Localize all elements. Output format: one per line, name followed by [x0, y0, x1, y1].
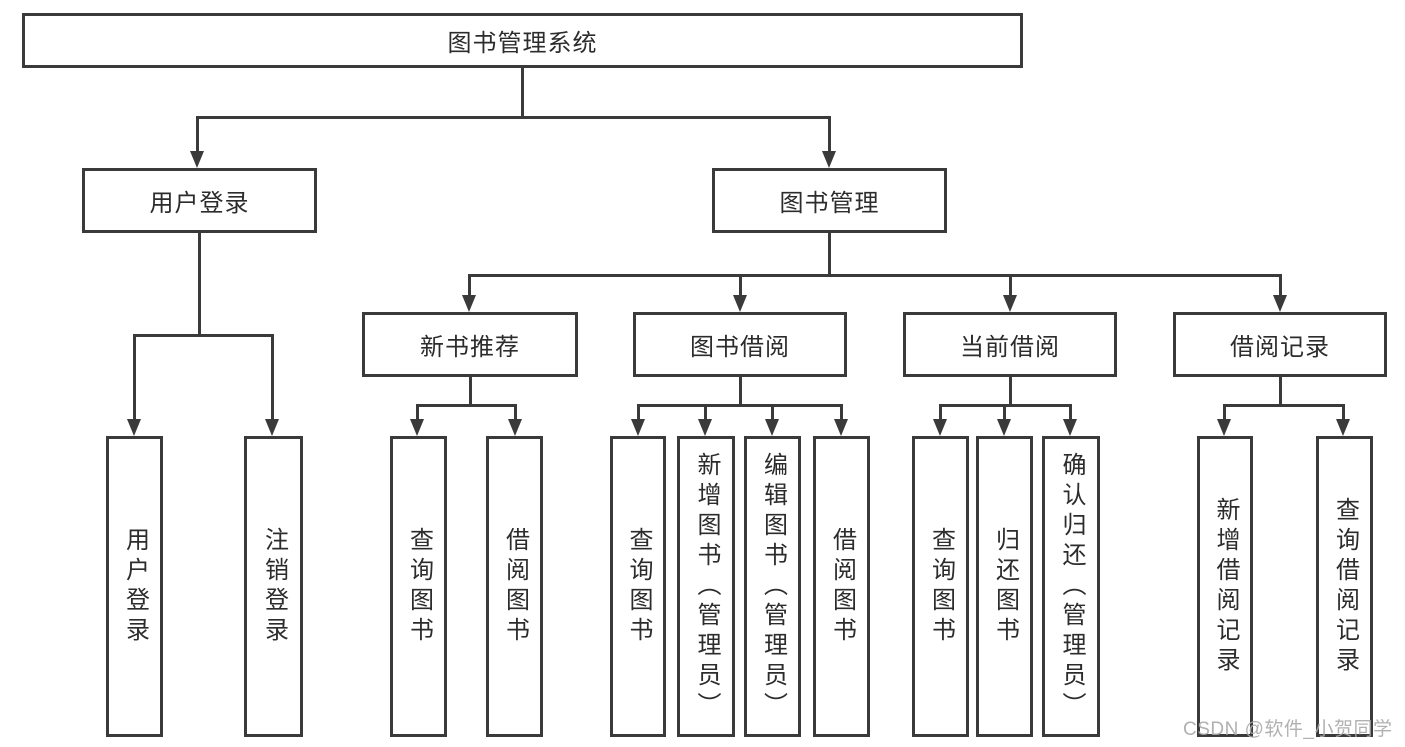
arrow-down-icon — [765, 419, 779, 436]
trunk-line — [198, 233, 201, 337]
arrow-down-icon — [1003, 295, 1017, 312]
trunk-line — [1279, 377, 1282, 407]
drop-line — [840, 404, 843, 422]
leaf-user-login: 用户登录 — [106, 436, 163, 737]
arrow-down-icon — [834, 419, 848, 436]
leaf-edit-book-admin: 编辑图书（管理员） — [744, 436, 801, 737]
arrow-down-icon — [265, 419, 279, 436]
trunk-line — [739, 377, 742, 407]
arrow-down-icon — [462, 295, 476, 312]
leaf-add-borrow-record: 新增借阅记录 — [1197, 436, 1253, 737]
node-borrow-records: 借阅记录 — [1173, 312, 1387, 377]
drop-line — [196, 116, 199, 152]
drop-line — [828, 116, 831, 152]
leaf-return-book: 归还图书 — [976, 436, 1033, 737]
drop-line — [771, 404, 774, 422]
leaf-query-books-current: 查询图书 — [912, 436, 969, 737]
drop-line — [1342, 404, 1345, 422]
drop-line — [939, 404, 942, 422]
arrow-down-icon — [997, 419, 1011, 436]
arrow-down-icon — [508, 419, 522, 436]
arrow-down-icon — [127, 419, 141, 436]
drop-line — [739, 274, 742, 298]
leaf-query-books-borrow: 查询图书 — [610, 436, 666, 737]
drop-line — [704, 404, 707, 422]
node-book-management: 图书管理 — [712, 168, 947, 233]
drop-line — [468, 274, 471, 298]
arrow-down-icon — [1273, 295, 1287, 312]
arrow-down-icon — [1336, 419, 1350, 436]
bracket-line — [196, 116, 831, 119]
arrow-down-icon — [1217, 419, 1231, 436]
trunk-line — [469, 377, 472, 407]
arrow-down-icon — [410, 419, 424, 436]
drop-line — [1279, 274, 1282, 298]
arrow-down-icon — [698, 419, 712, 436]
trunk-line — [1009, 377, 1012, 407]
node-current-borrow: 当前借阅 — [903, 312, 1117, 377]
arrow-down-icon — [1063, 419, 1077, 436]
node-root: 图书管理系统 — [22, 13, 1023, 68]
leaf-query-borrow-record: 查询借阅记录 — [1316, 436, 1373, 737]
drop-line — [416, 404, 419, 422]
arrow-down-icon — [933, 419, 947, 436]
bracket-line — [637, 404, 842, 407]
trunk-line — [828, 233, 831, 277]
arrow-down-icon — [190, 151, 204, 168]
drop-line — [514, 404, 517, 422]
drop-line — [1223, 404, 1226, 422]
arrow-down-icon — [631, 419, 645, 436]
drop-line — [271, 334, 274, 421]
node-new-book-recommend: 新书推荐 — [362, 312, 578, 377]
leaf-borrow-books-recommend: 借阅图书 — [486, 436, 543, 737]
bracket-line — [468, 274, 1282, 277]
drop-line — [1003, 404, 1006, 422]
node-user-login: 用户登录 — [82, 168, 317, 233]
leaf-confirm-return-admin: 确认归还（管理员） — [1042, 436, 1100, 737]
node-book-borrow: 图书借阅 — [633, 312, 847, 377]
drop-line — [1069, 404, 1072, 422]
arrow-down-icon — [822, 151, 836, 168]
bracket-line — [133, 334, 274, 337]
drop-line — [637, 404, 640, 422]
csdn-watermark: CSDN @软件_小贺同学 — [1183, 719, 1393, 740]
leaf-add-book-admin: 新增图书（管理员） — [677, 436, 735, 737]
arrow-down-icon — [733, 295, 747, 312]
drop-line — [133, 334, 136, 421]
trunk-line — [521, 68, 524, 117]
leaf-borrow-books: 借阅图书 — [813, 436, 870, 737]
bracket-line — [416, 404, 517, 407]
drop-line — [1009, 274, 1012, 298]
bracket-line — [1223, 404, 1345, 407]
leaf-query-books-recommend: 查询图书 — [390, 436, 447, 737]
leaf-logout: 注销登录 — [244, 436, 303, 737]
